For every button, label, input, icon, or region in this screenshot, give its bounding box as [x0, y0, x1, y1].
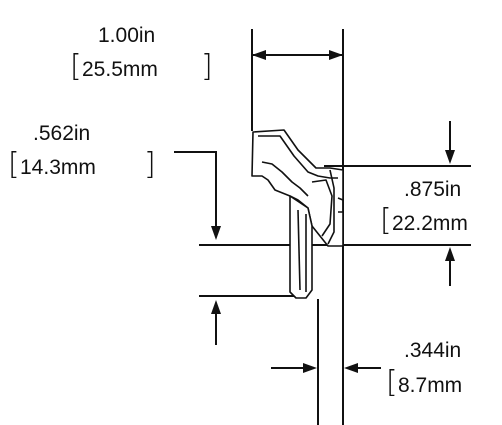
arrow-344-right — [303, 363, 317, 373]
arrow-top-right — [329, 50, 343, 60]
base-width-bracket-open: [ — [386, 365, 398, 400]
flange-inner-ridge — [258, 135, 338, 179]
overall-width-mm-label: 25.5mm — [82, 58, 158, 81]
arrow-344-left — [344, 363, 358, 373]
arrow-562-up — [211, 300, 221, 314]
offset-height-inch-label: .562in — [33, 122, 91, 145]
flange-inner-curve — [261, 161, 309, 197]
flange-lip — [327, 169, 335, 245]
overall-width-bracket-close: ] — [201, 49, 213, 84]
offset-height-mm-label: 14.3mm — [20, 156, 96, 179]
face-detail — [337, 197, 344, 213]
arrow-875-up — [445, 247, 455, 261]
overall-width-inch-label: 1.00in — [98, 24, 156, 47]
part-outline — [251, 129, 344, 299]
flange-body — [251, 129, 344, 247]
mount-height-mm-label: 22.2mm — [392, 212, 468, 235]
arrow-top-left — [252, 50, 266, 60]
arrow-562-down — [211, 226, 221, 240]
base-width-mm-label: 8.7mm — [398, 374, 463, 397]
stem-inner-line — [297, 209, 301, 291]
base-width-inch-label: .344in — [404, 339, 462, 362]
mount-height-bracket-open: [ — [380, 203, 392, 238]
flange-slot — [311, 179, 333, 237]
offset-height-bracket-close: ] — [144, 147, 156, 182]
stem — [289, 195, 313, 299]
overall-width-bracket-open: [ — [70, 49, 82, 84]
offset-height-bracket-open: [ — [8, 147, 20, 182]
mount-height-inch-label: .875in — [404, 178, 462, 201]
arrow-875-down — [445, 150, 455, 164]
